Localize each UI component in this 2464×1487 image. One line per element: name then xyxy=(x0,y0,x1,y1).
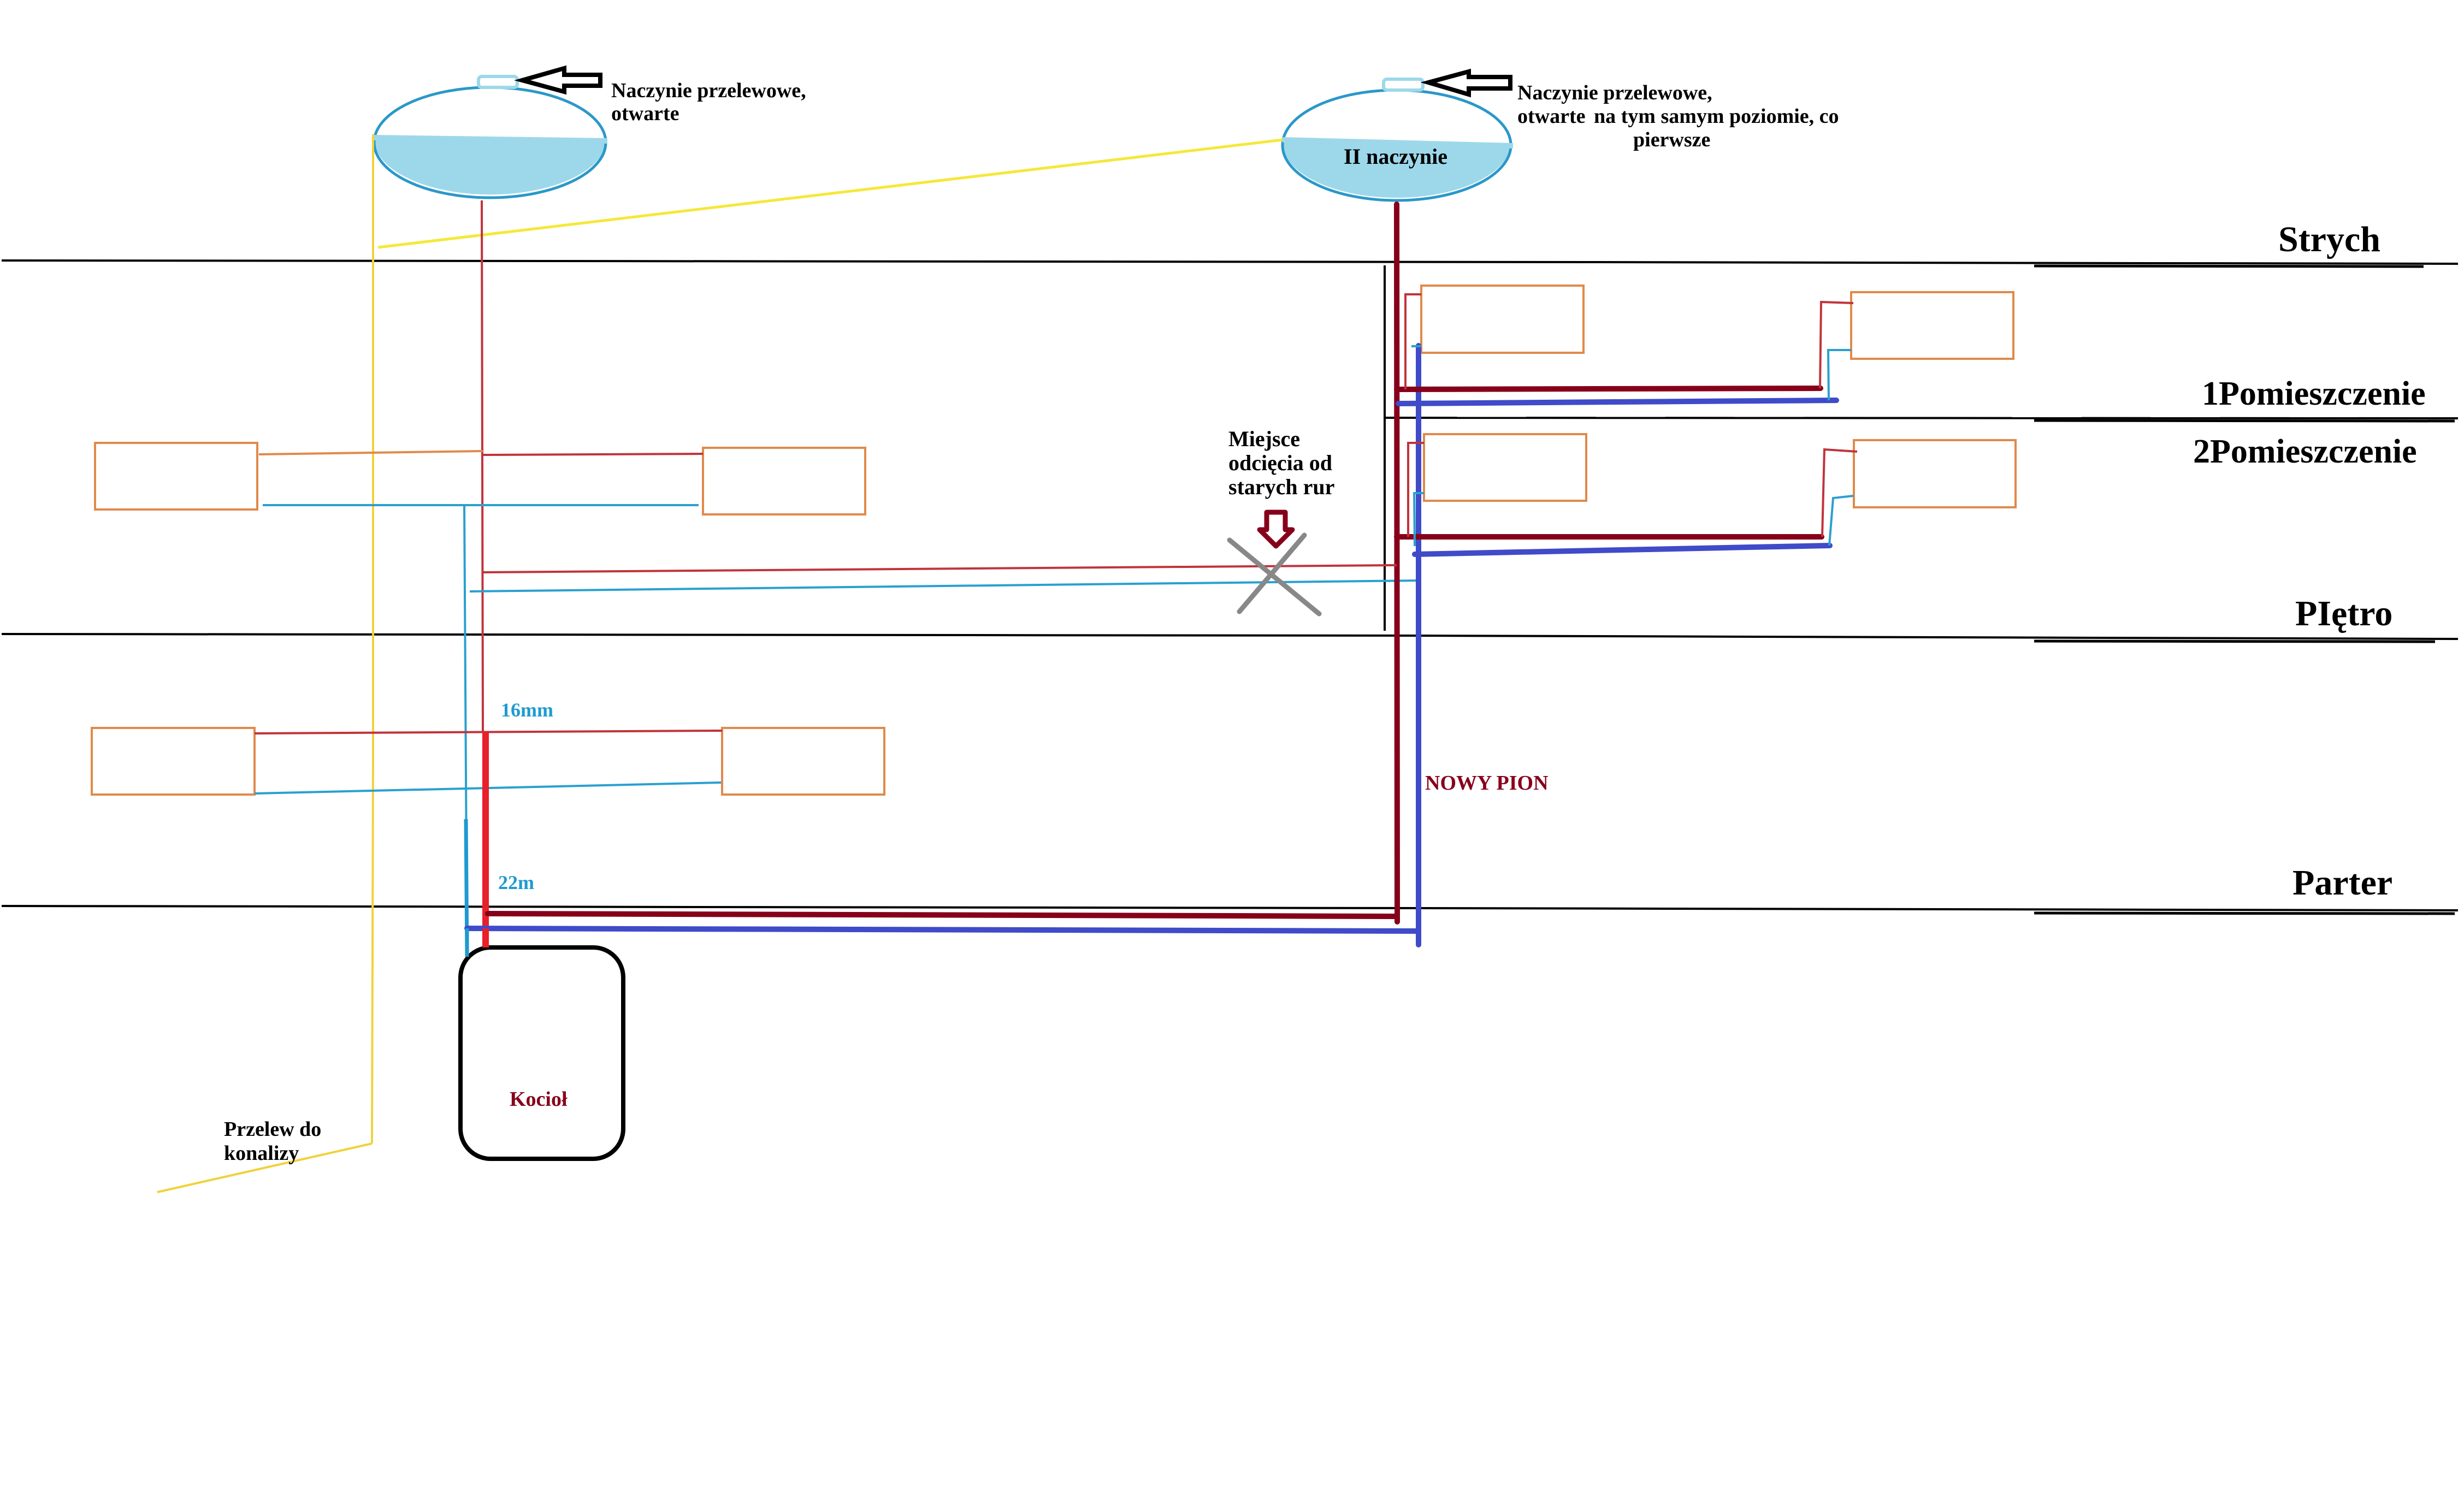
cut-point-line1: Miejsce xyxy=(1228,426,1300,451)
radiator-ground-left xyxy=(91,727,256,796)
new-supply-room1 xyxy=(1394,386,1823,392)
new-return-ground xyxy=(464,926,1421,934)
vessel-1-water-level xyxy=(374,135,608,144)
radiators xyxy=(91,285,2017,796)
old-pipes xyxy=(254,200,1421,957)
floor-label-upper: PIętro xyxy=(2295,594,2392,633)
cut-x-icon xyxy=(1227,532,1322,617)
overflow-pipe-vertical xyxy=(371,134,374,1144)
pipe-size-22mm: 22m xyxy=(498,872,534,893)
vessel-2-note-line1: Naczynie przelewowe, xyxy=(1517,81,1712,104)
radiator-room2-right xyxy=(1853,439,2017,508)
vessel-2-note-line2a: otwarte xyxy=(1517,105,1585,128)
overflow-pipe-drain xyxy=(157,1142,373,1193)
radiator-upper-left xyxy=(94,442,258,511)
boiler-body xyxy=(458,945,625,1161)
vessel-2-note-line2b: na tym samym poziomie, co xyxy=(1594,105,1839,128)
old-supply-upper-left xyxy=(258,450,483,455)
floor-line-attic xyxy=(1,259,2459,265)
expansion-vessel-2: II naczynie Naczynie przelewowe, otwarte… xyxy=(1281,68,1839,202)
cut-point-line2: odcięcia od xyxy=(1228,451,1332,475)
vessel-1-note-line2: otwarte xyxy=(611,102,679,125)
pipe-size-16mm: 16mm xyxy=(501,699,553,721)
radiator-room1-left xyxy=(1420,285,1585,354)
branch-return-room2-left xyxy=(1413,492,1424,547)
radiator-upper-right xyxy=(702,447,866,516)
vessel-2-water-level xyxy=(1282,137,1514,149)
radiator-ground-right xyxy=(721,727,885,796)
overflow-drain-line1: Przelew do xyxy=(224,1118,321,1141)
vessel-2-note-line3: pierwsze xyxy=(1633,128,1710,151)
new-return-room1 xyxy=(1396,398,1839,406)
boiler-label: Kocioł xyxy=(510,1088,568,1111)
floor-label-attic: Strych xyxy=(2278,220,2380,259)
vessel-1-arrow-icon xyxy=(514,65,602,95)
new-supply-ground xyxy=(485,911,1400,919)
new-return-room2 xyxy=(1412,543,1833,557)
cut-point-marker: Miejsce odcięcia od starych rur xyxy=(1227,426,1334,617)
vessel-2-water xyxy=(1282,140,1511,198)
vessel-2-label: II naczynie xyxy=(1344,144,1447,169)
branch-supply-room2-left xyxy=(1407,442,1424,537)
branch-supply-room2-right xyxy=(1821,448,1858,537)
boiler: Kocioł xyxy=(458,928,625,1161)
vessel-1-water xyxy=(374,138,606,195)
overflow-pipes xyxy=(157,134,1283,1193)
radiator-room2-left xyxy=(1423,433,1587,502)
overflow-drain-line2: konalizy xyxy=(224,1142,299,1165)
old-supply-upper-right xyxy=(482,453,704,456)
vessel-2-arrow-icon xyxy=(1420,68,1512,98)
old-supply-riser xyxy=(481,200,484,732)
branch-supply-room1-left xyxy=(1404,293,1421,389)
floor-lines xyxy=(1,259,2459,915)
vessel-1-note-line1: Naczynie przelewowe, xyxy=(611,79,806,102)
overflow-link-vessels xyxy=(377,138,1283,249)
branch-return-room2-right xyxy=(1828,495,1854,546)
floor-line-upper-double xyxy=(2034,639,2436,643)
down-arrow-icon xyxy=(1257,510,1295,549)
vessel-2-vent-cap xyxy=(1382,78,1425,92)
floor-line-ground-double xyxy=(2034,911,2455,915)
floor-line-room1-double xyxy=(2034,419,2455,423)
radiator-room1-right xyxy=(1850,291,2014,360)
floor-line-upper xyxy=(1,633,2459,640)
new-riser: NOWY PION xyxy=(464,202,1858,947)
floor-line-ground xyxy=(1,905,2459,911)
room-label-1: 1Pomieszczenie xyxy=(2202,375,2426,412)
old-supply-to-cut xyxy=(482,564,1395,573)
floor-label-ground: Parter xyxy=(2292,863,2392,903)
branch-supply-room1-right xyxy=(1819,300,1854,389)
branch-return-room1-right xyxy=(1827,349,1851,401)
cut-point-line3: starych rur xyxy=(1228,475,1334,499)
room-label-2: 2Pomieszczenie xyxy=(2193,433,2417,470)
new-riser-label: NOWY PION xyxy=(1425,772,1549,795)
vessel-1-vent-cap xyxy=(477,75,519,89)
expansion-vessel-1: Naczynie przelewowe, otwarte xyxy=(373,65,806,199)
